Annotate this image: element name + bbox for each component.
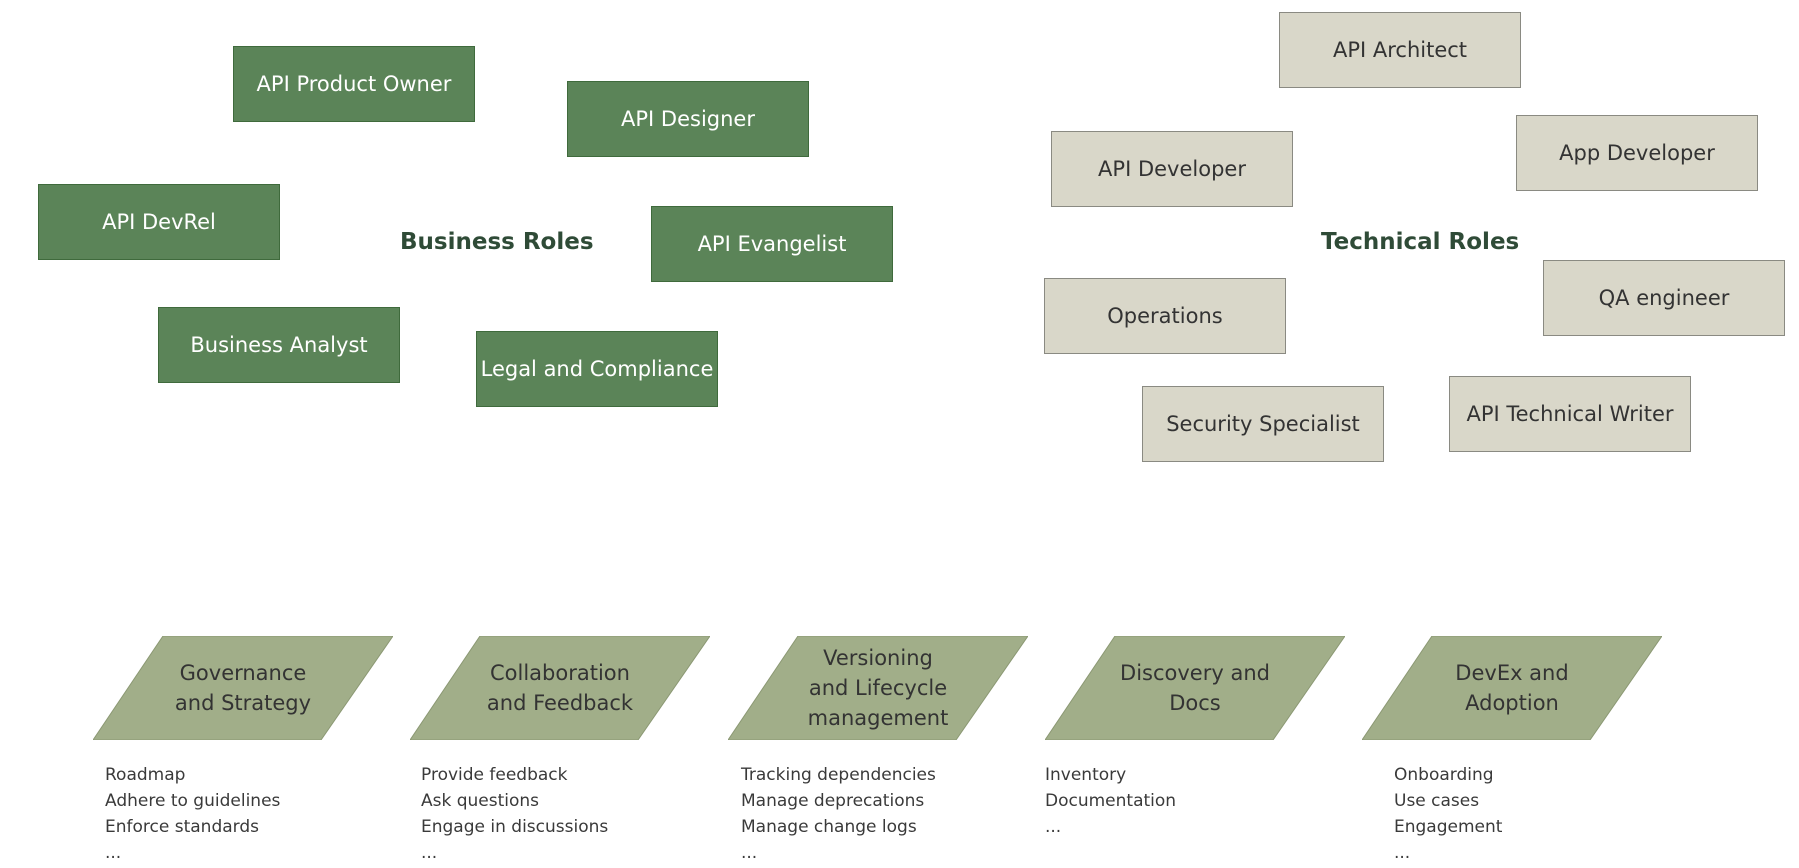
area-devex-and-adoption: DevEx and Adoption — [1362, 636, 1662, 740]
role-business-analyst: Business Analyst — [158, 307, 400, 383]
list-item: Documentation — [1045, 791, 1177, 811]
role-api-developer: API Developer — [1051, 131, 1293, 207]
role-security-specialist: Security Specialist — [1142, 386, 1384, 462]
role-legal-and-compliance: Legal and Compliance — [476, 331, 718, 407]
list-item: Roadmap — [105, 765, 186, 785]
parallelogram-shape — [410, 636, 710, 740]
list-item: Inventory — [1045, 765, 1127, 785]
list-item: Adhere to guidelines — [105, 791, 281, 811]
area-governance-and-strategy: Governance and Strategy — [93, 636, 393, 740]
versioning-activities-list: Tracking dependencies Manage deprecation… — [741, 762, 936, 866]
list-item: Engage in discussions — [421, 817, 609, 837]
parallelogram-shape — [1045, 636, 1345, 740]
role-api-product-owner: API Product Owner — [233, 46, 475, 122]
list-item: Engagement — [1394, 817, 1503, 837]
role-api-designer: API Designer — [567, 81, 809, 157]
discovery-activities-list: Inventory Documentation ... — [1045, 762, 1176, 840]
area-versioning-and-lifecycle: Versioning and Lifecycle management — [728, 636, 1028, 740]
list-item: ... — [741, 843, 758, 863]
role-api-devrel: API DevRel — [38, 184, 280, 260]
devex-activities-list: Onboarding Use cases Engagement ... — [1394, 762, 1502, 866]
area-label: Collaboration and Feedback — [486, 661, 634, 715]
list-item: Ask questions — [421, 791, 540, 811]
role-api-technical-writer: API Technical Writer — [1449, 376, 1691, 452]
list-item: Manage change logs — [741, 817, 917, 837]
parallelogram-shape — [1362, 636, 1662, 740]
list-item: Tracking dependencies — [741, 765, 936, 785]
business-roles-title: Business Roles — [400, 229, 594, 255]
collaboration-activities-list: Provide feedback Ask questions Engage in… — [421, 762, 608, 866]
role-app-developer: App Developer — [1516, 115, 1758, 191]
area-label: Governance and Strategy — [174, 661, 312, 715]
role-api-architect: API Architect — [1279, 12, 1521, 88]
area-label: DevEx and Adoption — [1455, 661, 1569, 715]
governance-activities-list: Roadmap Adhere to guidelines Enforce sta… — [105, 762, 280, 866]
area-label: Versioning and Lifecycle management — [807, 646, 949, 730]
area-collaboration-and-feedback: Collaboration and Feedback — [410, 636, 710, 740]
list-item: ... — [105, 843, 122, 863]
area-label: Discovery and Docs — [1120, 661, 1270, 715]
list-item: Manage deprecations — [741, 791, 925, 811]
parallelogram-shape — [93, 636, 393, 740]
list-item: Use cases — [1394, 791, 1480, 811]
list-item: Provide feedback — [421, 765, 568, 785]
list-item: ... — [421, 843, 438, 863]
technical-roles-title: Technical Roles — [1321, 229, 1520, 255]
area-discovery-and-docs: Discovery and Docs — [1045, 636, 1345, 740]
list-item: ... — [1394, 843, 1411, 863]
role-qa-engineer: QA engineer — [1543, 260, 1785, 336]
role-api-evangelist: API Evangelist — [651, 206, 893, 282]
list-item: Enforce standards — [105, 817, 259, 837]
role-operations: Operations — [1044, 278, 1286, 354]
parallelogram-shape — [728, 636, 1028, 740]
list-item: Onboarding — [1394, 765, 1494, 785]
list-item: ... — [1045, 817, 1062, 837]
